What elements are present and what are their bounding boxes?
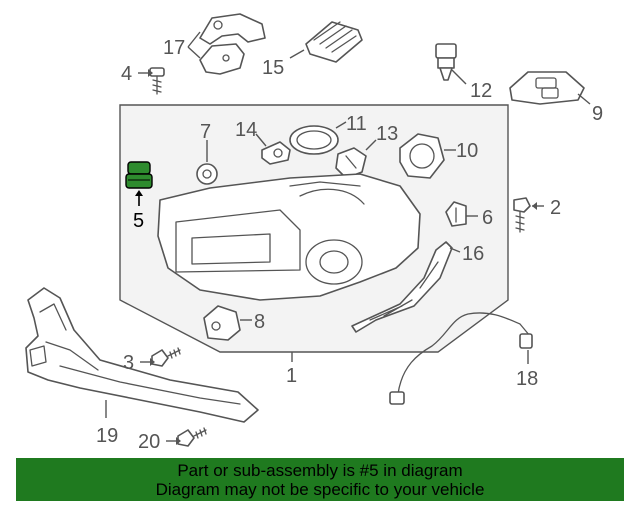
callout-11: 11	[346, 113, 367, 135]
callout-17: 17	[163, 37, 185, 59]
callout-19: 19	[96, 425, 118, 447]
part-6-clip	[445, 201, 467, 227]
part-2-bolt	[513, 197, 531, 233]
part-9-control-module	[509, 71, 585, 105]
part-18-harness	[389, 312, 533, 405]
part-7-bulb	[196, 163, 218, 185]
callout-1: 1	[286, 365, 297, 387]
part-12-socket	[435, 43, 457, 81]
callout-7: 7	[200, 121, 211, 143]
part-17-brackets	[199, 13, 266, 75]
callout-18: 18	[516, 368, 538, 390]
callout-14: 14	[235, 119, 257, 141]
diagram-notice-banner: Part or sub-assembly is #5 in diagram Di…	[16, 458, 624, 501]
callout-4: 4	[121, 63, 132, 85]
callout-2: 2	[550, 197, 561, 219]
callout-16: 16	[462, 243, 484, 265]
callout-9: 9	[592, 103, 603, 125]
callout-12: 12	[470, 80, 492, 102]
part-1-headlamp	[157, 173, 421, 301]
callout-10: 10	[456, 140, 478, 162]
callout-15: 15	[262, 57, 284, 79]
callout-20: 20	[138, 431, 160, 453]
part-4-screw	[149, 67, 165, 95]
part-20-bolt	[177, 427, 207, 447]
part-8-bracket	[203, 305, 241, 341]
callout-13: 13	[376, 123, 398, 145]
callout-3: 3	[123, 352, 134, 374]
callout-5: 5	[133, 210, 144, 232]
callout-6: 6	[482, 207, 493, 229]
banner-line-2: Diagram may not be specific to your vehi…	[155, 480, 485, 499]
part-13-bulb	[335, 147, 367, 179]
banner-background	[16, 458, 624, 501]
part-3-bolt	[151, 347, 181, 367]
part-15-module	[305, 21, 363, 63]
banner-line-1: Part or sub-assembly is #5 in diagram	[177, 461, 463, 480]
part-11-cap	[289, 125, 339, 155]
part-5-grommet	[125, 161, 153, 189]
part-10-cover	[399, 133, 445, 179]
part-19-support	[25, 287, 259, 423]
callout-8: 8	[254, 311, 265, 333]
part-16-trim	[351, 241, 453, 333]
part-14-bulb	[261, 141, 291, 165]
